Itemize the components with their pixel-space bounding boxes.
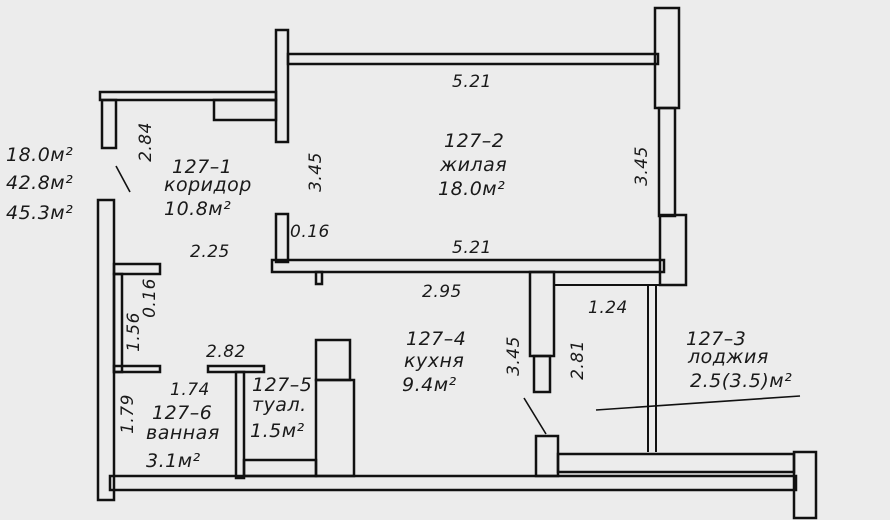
toilet-name: туал.: [252, 394, 307, 416]
dim-corridor-side: 2.84: [135, 122, 156, 162]
wall-tick: [314, 270, 324, 286]
wall-corridor-mid: [112, 262, 162, 276]
window-kitchen: [532, 354, 552, 394]
wall-living-bottom: [270, 258, 666, 274]
wall-kitchen-bottom-column: [534, 434, 560, 478]
living-name: жилая: [440, 154, 508, 176]
corridor-name: коридор: [164, 174, 252, 196]
wall-left: [96, 198, 116, 502]
dim-bath-side: 1.79: [117, 394, 138, 434]
loggia-name: лоджия: [688, 346, 769, 368]
summary-area-2: 42.8м²: [6, 172, 74, 194]
wall-living-bottom-stub: [274, 212, 290, 264]
wall-toilet-right-upper: [314, 338, 352, 382]
dim-living-top: 5.21: [452, 72, 492, 92]
wall-corridor-notch: [212, 98, 278, 122]
wall-kitchen-column: [528, 270, 556, 358]
wall-loggia-bottom: [556, 452, 796, 474]
dim-corridor-width: 2.25: [190, 242, 230, 262]
dim-kitchen-right: 2.81: [567, 340, 588, 380]
leader-corridor: [115, 165, 131, 193]
wall-corridor-top: [98, 90, 278, 102]
corridor-area: 10.8м²: [164, 198, 232, 220]
kitchen-number: 127–4: [406, 328, 467, 350]
leader-kitchen: [523, 397, 547, 435]
wall-toilet-bottom: [242, 458, 318, 478]
wall-living-left-top: [274, 28, 290, 144]
dim-wall-thin: 0.16: [290, 222, 330, 242]
bath-number: 127–6: [152, 402, 213, 424]
dim-corridor-lower: 1.56: [123, 312, 144, 352]
loggia-number: 127–3: [686, 328, 747, 350]
living-area: 18.0м²: [438, 178, 506, 200]
wall-toilet-right: [314, 378, 356, 478]
wall-corridor-stub-v: [112, 272, 124, 374]
wall-left-stub: [100, 98, 118, 150]
dim-kitchen-top: 2.95: [422, 282, 462, 302]
summary-area-3: 45.3м²: [6, 202, 74, 224]
dim-bath-top: 2.82: [206, 342, 246, 362]
leader-loggia: [595, 395, 801, 411]
wall-bath-partition: [234, 370, 246, 480]
dim-bath-mid: 1.74: [170, 380, 210, 400]
wall-bath-bottom-left: [112, 364, 162, 374]
summary-area-1: 18.0м²: [6, 144, 74, 166]
bath-name: ванная: [146, 422, 220, 444]
wall-living-top: [286, 52, 660, 66]
kitchen-name: кухня: [404, 350, 465, 372]
corridor-number: 127–1: [172, 156, 233, 178]
wall-right-bottom-column: [792, 450, 818, 520]
dim-living-bottom: 5.21: [452, 238, 492, 258]
toilet-number: 127–5: [252, 374, 313, 396]
kitchen-area: 9.4м²: [402, 374, 457, 396]
toilet-area: 1.5м²: [250, 420, 305, 442]
dim-loggia-width: 1.24: [588, 298, 628, 318]
living-number: 127–2: [444, 130, 505, 152]
dim-kitchen-left: 3.45: [503, 336, 524, 376]
dim-living-right: 3.45: [631, 146, 652, 186]
loggia-area: 2.5(3.5)м²: [690, 370, 793, 392]
bath-area: 3.1м²: [146, 450, 201, 472]
wall-bottom: [108, 474, 798, 492]
dim-living-left: 3.45: [305, 152, 326, 192]
wall-right-lower: [658, 213, 688, 287]
window-right: [657, 106, 677, 218]
